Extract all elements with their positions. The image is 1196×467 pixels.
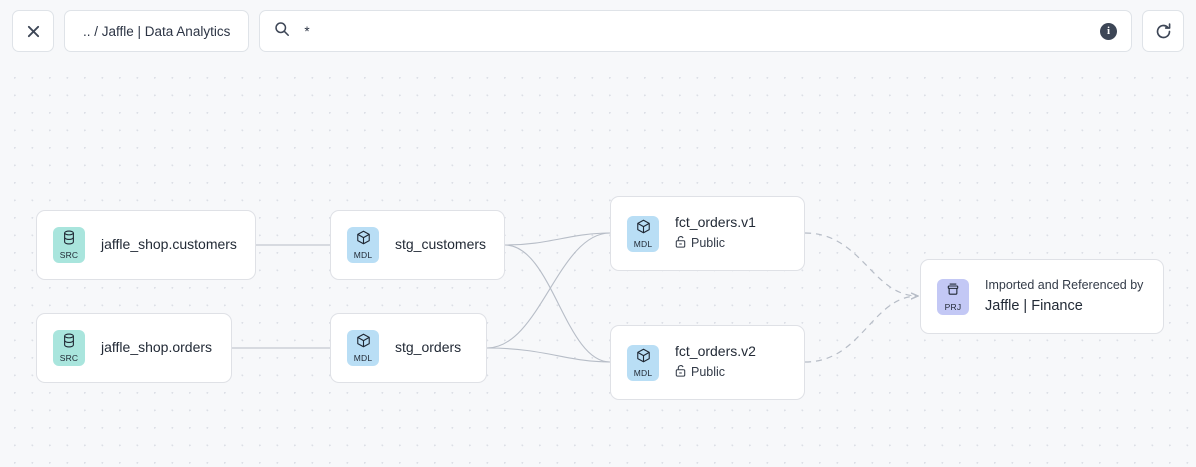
- search-input[interactable]: * i: [259, 10, 1132, 52]
- badge-prj: PRJ: [937, 278, 969, 315]
- badge-src-label: SRC: [59, 250, 79, 261]
- breadcrumb[interactable]: .. / Jaffle | Data Analytics: [64, 10, 250, 52]
- badge-mdl-label: MDL: [633, 238, 653, 249]
- edge-stgorders-fctv1: [486, 232, 611, 349]
- badge-mdl: MDL: [347, 330, 379, 366]
- edge-stgorders-fctv2: [486, 347, 611, 363]
- node-visibility: Public: [675, 235, 756, 253]
- node-jaffle-finance[interactable]: PRJ Imported and Referenced by Jaffle | …: [920, 259, 1164, 334]
- node-visibility-label: Public: [691, 235, 726, 250]
- cube-icon: [636, 348, 651, 368]
- unlock-icon: [675, 364, 686, 382]
- close-icon: [26, 24, 41, 39]
- node-visibility: Public: [675, 364, 756, 382]
- node-text: fct_orders.v2 Public: [675, 343, 756, 381]
- refresh-icon: [1154, 22, 1173, 41]
- close-button[interactable]: [12, 10, 54, 52]
- badge-mdl: MDL: [627, 215, 659, 252]
- node-visibility-label: Public: [691, 364, 726, 379]
- badge-mdl-label: MDL: [353, 250, 373, 261]
- node-fct-orders-v1[interactable]: MDL fct_orders.v1 Public: [610, 196, 805, 271]
- node-text: stg_customers: [395, 236, 486, 254]
- node-text: Imported and Referenced by Jaffle | Fina…: [985, 277, 1143, 315]
- node-title: Jaffle | Finance: [985, 297, 1083, 314]
- node-text: fct_orders.v1 Public: [675, 214, 756, 252]
- node-caption: Imported and Referenced by: [985, 278, 1144, 293]
- breadcrumb-label: .. / Jaffle | Data Analytics: [83, 23, 231, 39]
- node-title: jaffle_shop.orders: [101, 339, 213, 356]
- badge-mdl-label: MDL: [633, 367, 653, 378]
- node-text: jaffle_shop.orders: [101, 339, 212, 357]
- node-text: stg_orders: [395, 339, 461, 357]
- badge-src-label: SRC: [59, 353, 79, 364]
- node-title: stg_orders: [395, 339, 462, 356]
- search-icon: [274, 21, 290, 42]
- graph-canvas[interactable]: SRC jaffle_shop.customers MDL stg_custo: [0, 62, 1196, 467]
- node-jaffle-shop-customers[interactable]: SRC jaffle_shop.customers: [36, 210, 256, 280]
- node-title: fct_orders.v1: [675, 214, 756, 231]
- badge-mdl-label: MDL: [353, 353, 373, 364]
- node-stg-customers[interactable]: MDL stg_customers: [330, 210, 505, 280]
- badge-prj-label: PRJ: [944, 301, 962, 312]
- cube-icon: [356, 333, 371, 353]
- search-value[interactable]: *: [304, 23, 310, 39]
- node-title: jaffle_shop.customers: [101, 236, 237, 253]
- database-icon: [62, 333, 76, 353]
- node-stg-orders[interactable]: MDL stg_orders: [330, 313, 487, 383]
- node-text: jaffle_shop.customers: [101, 236, 237, 254]
- node-jaffle-shop-orders[interactable]: SRC jaffle_shop.orders: [36, 313, 232, 383]
- node-title: stg_customers: [395, 236, 487, 253]
- edge-stgcustomers-fctv1: [504, 232, 611, 246]
- graph-edges: [232, 232, 1196, 363]
- edge-fctv2-jafflefinance: [804, 296, 918, 363]
- edge-stgcustomers-fctv2: [504, 244, 611, 363]
- badge-src: SRC: [53, 330, 85, 366]
- cube-icon: [636, 219, 651, 239]
- badge-mdl: MDL: [627, 344, 659, 381]
- cube-icon: [356, 230, 371, 250]
- refresh-button[interactable]: [1142, 10, 1184, 52]
- database-icon: [62, 230, 76, 250]
- toolbar: .. / Jaffle | Data Analytics * i: [0, 0, 1196, 62]
- badge-mdl: MDL: [347, 227, 379, 263]
- info-icon[interactable]: i: [1100, 22, 1117, 40]
- badge-src: SRC: [53, 227, 85, 263]
- archive-icon: [946, 282, 960, 302]
- edge-fctv1-jafflefinance: [804, 232, 918, 296]
- unlock-icon: [675, 235, 686, 253]
- node-fct-orders-v2[interactable]: MDL fct_orders.v2 Public: [610, 325, 805, 400]
- node-title: fct_orders.v2: [675, 343, 756, 360]
